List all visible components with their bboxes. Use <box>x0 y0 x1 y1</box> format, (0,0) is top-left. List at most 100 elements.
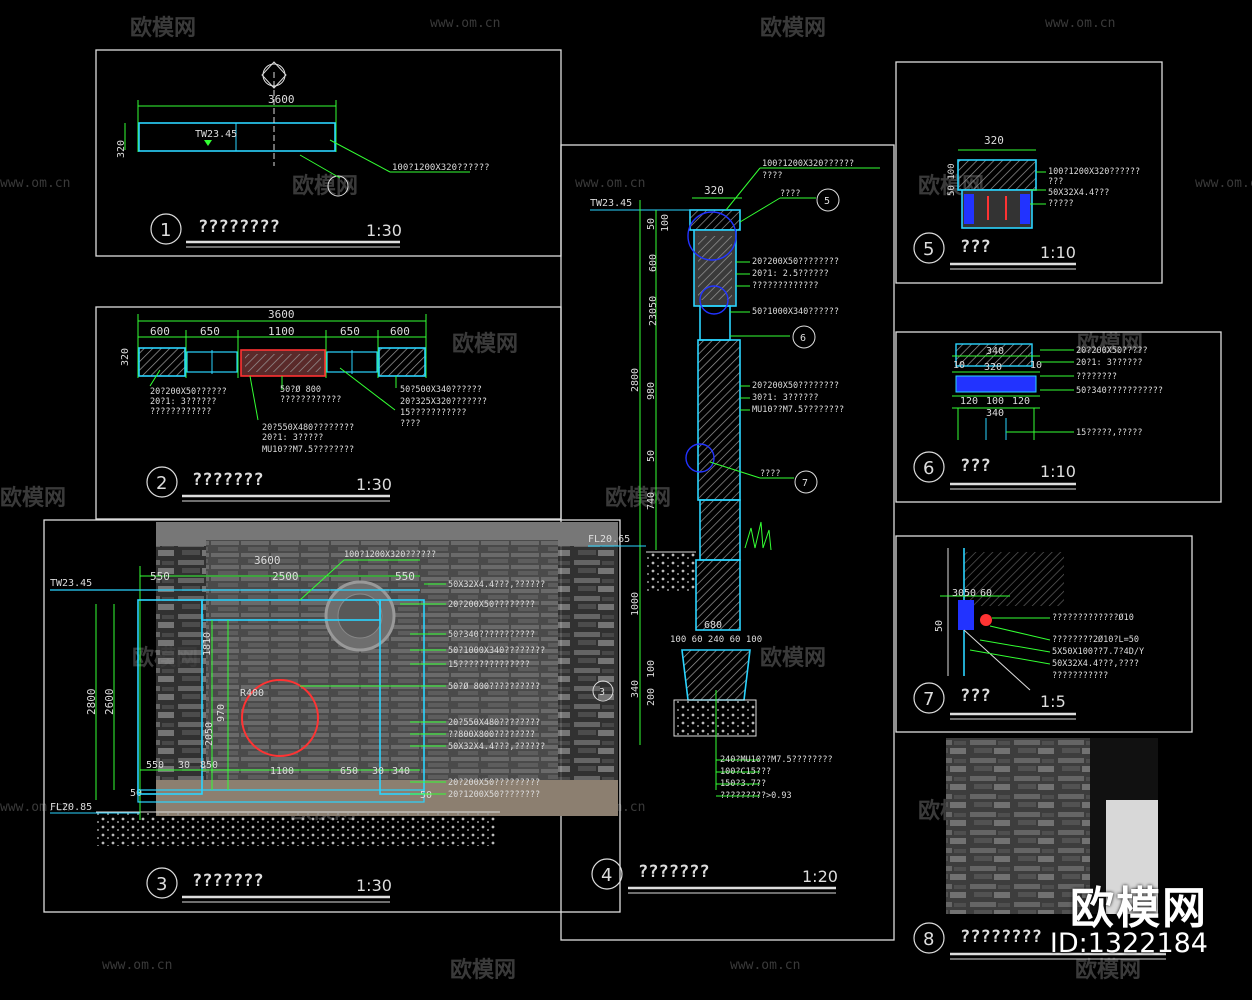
p3-dim-left: 2600 <box>103 689 116 716</box>
p1-elev: TW23.45 <box>195 129 237 140</box>
p4-note-5: ???? <box>780 189 800 199</box>
watermark-brand: 欧模网 <box>1077 332 1144 357</box>
p4-dim-top: 320 <box>704 184 724 197</box>
panel-title: ???????? <box>198 217 280 237</box>
p3-dim-bottom: 50 <box>420 790 432 801</box>
p3-note: 20?200X50????????? <box>448 778 540 788</box>
p2-dim: 600 <box>390 325 410 338</box>
p6-dim-top: 10 <box>953 360 965 371</box>
watermark-brand: 欧模网 <box>1075 958 1142 983</box>
p5-note: ??? <box>1048 177 1063 187</box>
watermark-brand: 欧模网 <box>760 16 827 41</box>
panel-num: 2 <box>156 473 167 494</box>
watermark-brand: 欧模网 <box>605 486 672 511</box>
p6-dim-top: 10 <box>1030 360 1042 371</box>
panel-scale: 1:10 <box>1040 243 1076 262</box>
watermark-url: www.om.cn <box>1045 16 1116 31</box>
p3-inner-v: 2050 <box>204 722 215 746</box>
title-block-5: 5 ??? 1:10 <box>913 232 1076 270</box>
p3-dim-bottom: 340 <box>392 766 410 777</box>
p3-dim-bottom: 850 <box>200 760 218 771</box>
p3-note: 50?1000X340???????? <box>448 646 545 656</box>
p4-dim-left: 2800 <box>630 368 641 392</box>
p2-note-right: ???? <box>400 419 420 429</box>
panel-scale: 1:30 <box>356 876 392 895</box>
panel-scale: 1:30 <box>366 221 402 240</box>
p6-dim-top: 340 <box>986 346 1004 357</box>
brand-logo-text: 欧模网 <box>1070 883 1208 934</box>
panel-3-frame <box>43 519 621 913</box>
p3-dim-bottom: 30 <box>372 766 384 777</box>
panel-6-frame <box>895 331 1222 503</box>
panel-5-drawing: 320 50 100 100?1200X320?????? ??? 50X32X… <box>947 134 1140 229</box>
p4-ref7: 7 <box>802 478 808 489</box>
panel-4-drawing: 320 TW23.45 50 100 600 23050 2800 980 50… <box>588 159 880 801</box>
p7-note: 5X50X100??7.7?4D/Y <box>1052 647 1144 657</box>
p3-note: 20?200X50???????? <box>448 600 535 610</box>
p7-dim: 30 <box>952 588 964 599</box>
p7-dim: 50 <box>964 588 976 599</box>
p4-dim-left: 600 <box>648 254 659 272</box>
panel-scale: 1:5 <box>1040 692 1066 711</box>
p5-note: 50X32X4.4??? <box>1048 188 1109 198</box>
watermark-url: www.om.cn <box>575 176 646 191</box>
watermark-url: www.om.cn <box>1195 176 1252 191</box>
p2-note-left: ???????????? <box>150 407 211 417</box>
p4-note-b: 50?1000X340?????? <box>752 307 839 317</box>
p2-dim: 650 <box>200 325 220 338</box>
panel-scale: 1:20 <box>802 867 838 886</box>
p3-dim-left: 50 <box>130 788 142 799</box>
p3-note: 100?1200X320?????? <box>344 550 436 560</box>
p3-dim-bottom: 1100 <box>270 766 294 777</box>
panel-title: ??????? <box>192 871 264 891</box>
p2-note-bottom: MU10??M7.5???????? <box>262 445 354 455</box>
p7-note: ??????????? <box>1052 671 1108 681</box>
p4-dim-left: 100 <box>660 214 671 232</box>
p6-note: 20?1: 3?????? <box>1076 358 1143 368</box>
brand-id-text: ID:1322184 <box>1049 928 1208 959</box>
p4-dim-base2: 100 60 240 60 100 <box>670 635 762 645</box>
p6-dim-bottom: 100 <box>986 396 1004 407</box>
p2-dim: 600 <box>150 325 170 338</box>
p3-note: 20?1200X50???????? <box>448 790 540 800</box>
p3-ref3: 3 <box>599 687 605 698</box>
p3-dim-top: 550 <box>150 570 170 583</box>
panel-8-photo <box>946 738 1158 914</box>
panel-num: 7 <box>923 689 934 710</box>
p4-dim-left: 200 <box>646 688 657 706</box>
p5-dim: 320 <box>984 134 1004 147</box>
p3-dim-top: 3600 <box>254 554 281 567</box>
p4-dim-left: 50 <box>646 218 657 230</box>
watermark-url: www.om.cn <box>730 958 801 973</box>
p6-dim-bottom: 120 <box>1012 396 1030 407</box>
p3-dim-bottom: 550 <box>146 760 164 771</box>
p3-note: 50X32X4.4???,?????? <box>448 580 545 590</box>
p4-note-top: 100?1200X320?????? <box>762 159 854 169</box>
p6-dim-bottom: 120 <box>960 396 978 407</box>
watermark-url: www.om.cn <box>102 958 173 973</box>
panel-6-drawing: 340 10 320 10 120 100 120 340 20?200X50?… <box>952 343 1163 440</box>
title-block-4: 4 ??????? 1:20 <box>591 858 838 894</box>
p4-note-c: 30?1: 3?????? <box>752 393 819 403</box>
p2-note-right: 20?325X320??????? <box>400 397 487 407</box>
p4-note-c: MU10??M7.5???????? <box>752 405 844 415</box>
watermark-brand: 欧模网 <box>0 486 67 511</box>
title-block-1: 1 ???????? 1:30 <box>150 213 402 248</box>
watermark-brand: 欧模网 <box>452 332 519 357</box>
panel-title: ???????? <box>960 927 1042 947</box>
p3-note: ??800X800???????? <box>448 730 535 740</box>
p3-note: 50?Ø 800?????????? <box>448 681 540 692</box>
p4-elev-top: TW23.45 <box>590 198 632 209</box>
p5-note: ????? <box>1048 199 1074 209</box>
p4-ref6: 6 <box>800 333 806 344</box>
p6-dim-bottom: 340 <box>986 408 1004 419</box>
p3-inner-v: 1810 <box>202 632 213 656</box>
p3-elev-bottom: FL20.85 <box>50 802 92 813</box>
p4-note-d: ???? <box>760 469 780 479</box>
p4-dim-left: 340 <box>630 680 641 698</box>
p4-note-a: 20?1: 2.5?????? <box>752 269 829 279</box>
panel-scale: 1:30 <box>356 475 392 494</box>
p2-dim: 650 <box>340 325 360 338</box>
p4-note-a: 20?200X50???????? <box>752 257 839 267</box>
panel-7-drawing: 30 50 60 50 ?????????????Ø10 ????????2Ø1… <box>934 548 1144 691</box>
